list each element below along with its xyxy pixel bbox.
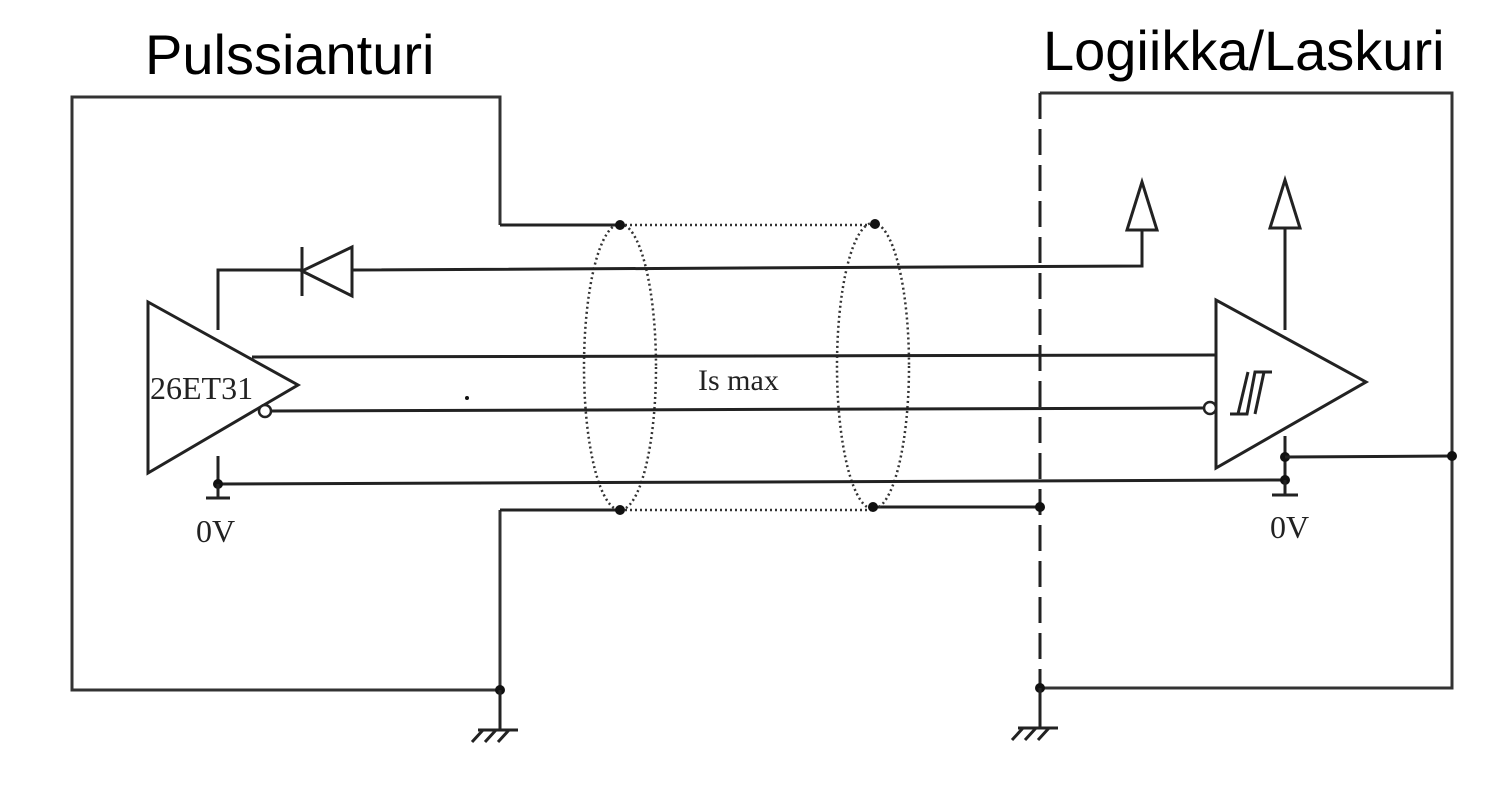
schmitt-trigger-icon-left [1236,371,1250,415]
supply-wire [351,230,1144,272]
zero-volt-wire [217,478,1286,486]
driver-label: 26ET31 [150,370,253,406]
signal-wire-minus [270,406,1205,413]
chassis-earth-icon-right [1010,726,1058,742]
junction-dot [1447,451,1457,461]
receiver-supply-arrow-icon [1267,174,1303,230]
junction-dot [615,220,625,230]
line-driver-triangle [146,299,302,476]
junction-dot [615,505,625,515]
receiver-ground-to-frame [1284,454,1453,459]
inverting-input-bubble [1202,400,1218,416]
junction-dot [868,502,878,512]
shield-ellipse-left [582,222,658,512]
sensor-enclosure [70,95,502,692]
current-label: Is max [698,364,779,397]
diode-icon [298,244,354,299]
counter-enclosure [1040,91,1454,690]
stray-dot [465,396,469,400]
supply-arrow-icon [1124,176,1160,232]
signal-wire-plus [251,353,1217,359]
junction-dot [1035,502,1045,512]
inverting-output-bubble [257,403,273,419]
chassis-earth-icon-left [470,728,518,744]
schmitt-trigger-icon [1230,370,1272,416]
pulse-sensor-title: Pulssianturi [145,23,435,86]
zero-volt-label-left: 0V [196,513,235,549]
junction-dot [870,219,880,229]
supply-wire-left [216,268,302,330]
line-receiver-triangle [1214,297,1370,471]
schmitt-trigger-icon-right [1253,371,1266,415]
logic-counter-title: Logiikka/Laskuri [1043,19,1445,82]
zero-volt-label-right: 0V [1270,509,1309,545]
